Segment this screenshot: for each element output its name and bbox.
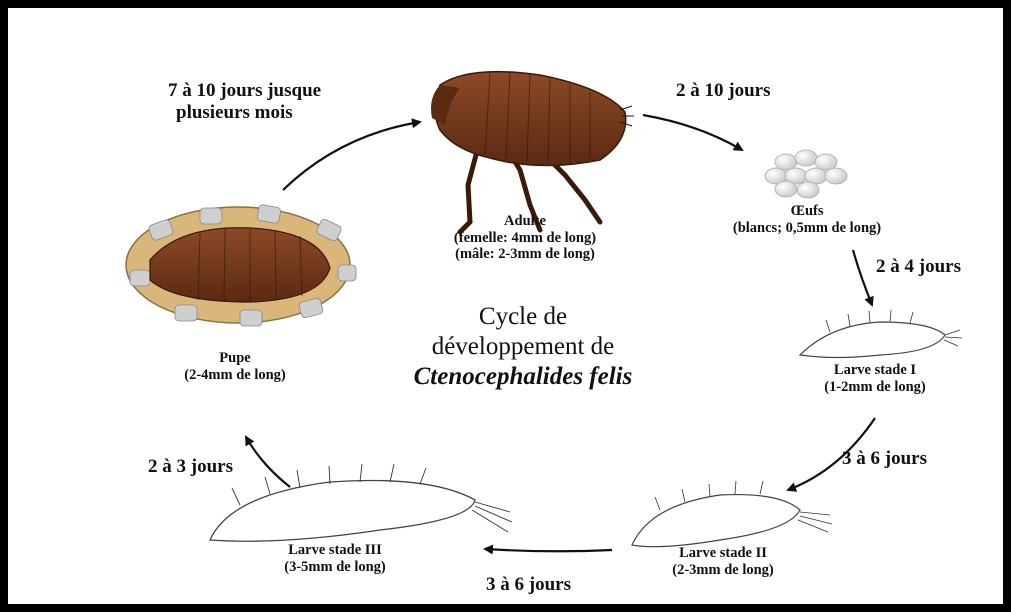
title-species: Ctenocephalides felis — [398, 362, 648, 392]
arrow-icon-l2-to-l3 — [485, 549, 612, 551]
stage-detail-larva-3: (3-5mm de long) — [255, 559, 415, 576]
duration-l3-to-pupa: 2 à 3 jours — [148, 456, 233, 478]
caption-larva-1: Larve stade I (1-2mm de long) — [800, 362, 950, 395]
arrow-icon-pupa-to-adult — [283, 122, 420, 190]
duration-l2-to-l3: 3 à 6 jours — [486, 574, 571, 596]
eggs-illustration — [765, 150, 847, 198]
larva-illustration-stage-2 — [632, 481, 832, 547]
stage-size-female: (femelle: 4mm de long) — [440, 230, 610, 247]
title-line1: Cycle de — [398, 302, 648, 332]
duration-text-line2: plusieurs mois — [168, 102, 321, 124]
larva-illustration-stage-1 — [800, 310, 962, 358]
flea-adult-illustration — [431, 72, 634, 232]
stage-name-adult: Adulte — [440, 213, 610, 230]
stage-size-male: (mâle: 2-3mm de long) — [440, 246, 610, 263]
caption-adult: Adulte (femelle: 4mm de long) (mâle: 2-3… — [440, 213, 610, 263]
title-line2: développement de — [398, 332, 648, 362]
caption-eggs: Œufs (blancs; 0,5mm de long) — [712, 203, 902, 236]
caption-larva-2: Larve stade II (2-3mm de long) — [648, 545, 798, 578]
duration-l1-to-l2: 3 à 6 jours — [842, 448, 927, 470]
caption-larva-3: Larve stade III (3-5mm de long) — [255, 542, 415, 575]
stage-name-larva-2: Larve stade II — [648, 545, 798, 562]
pupa-cocoon-illustration — [126, 204, 356, 326]
duration-pupa-to-adult: 7 à 10 jours jusque plusieurs mois — [168, 80, 321, 124]
species-name: Ctenocephalides felis — [414, 363, 633, 390]
diagram-title: Cycle de développement de Ctenocephalide… — [398, 302, 648, 392]
stage-name-larva-3: Larve stade III — [255, 542, 415, 559]
stage-name-larva-1: Larve stade I — [800, 362, 950, 379]
stage-detail-pupa: (2-4mm de long) — [160, 367, 310, 384]
arrow-icon-l3-to-pupa — [246, 437, 290, 487]
duration-eggs-to-l1: 2 à 4 jours — [876, 256, 961, 278]
arrow-icon-eggs-to-l1 — [853, 250, 872, 305]
duration-text-line1: 7 à 10 jours jusque — [168, 80, 321, 102]
caption-pupa: Pupe (2-4mm de long) — [160, 350, 310, 383]
stage-detail-larva-2: (2-3mm de long) — [648, 562, 798, 579]
stage-detail-larva-1: (1-2mm de long) — [800, 379, 950, 396]
stage-name-eggs: Œufs — [712, 203, 902, 220]
duration-adult-to-eggs: 2 à 10 jours — [676, 80, 770, 102]
arrow-icon-adult-to-eggs — [643, 115, 742, 150]
stage-detail-eggs: (blancs; 0,5mm de long) — [712, 220, 902, 237]
larva-illustration-stage-3 — [210, 464, 512, 541]
stage-name-pupa: Pupe — [160, 350, 310, 367]
